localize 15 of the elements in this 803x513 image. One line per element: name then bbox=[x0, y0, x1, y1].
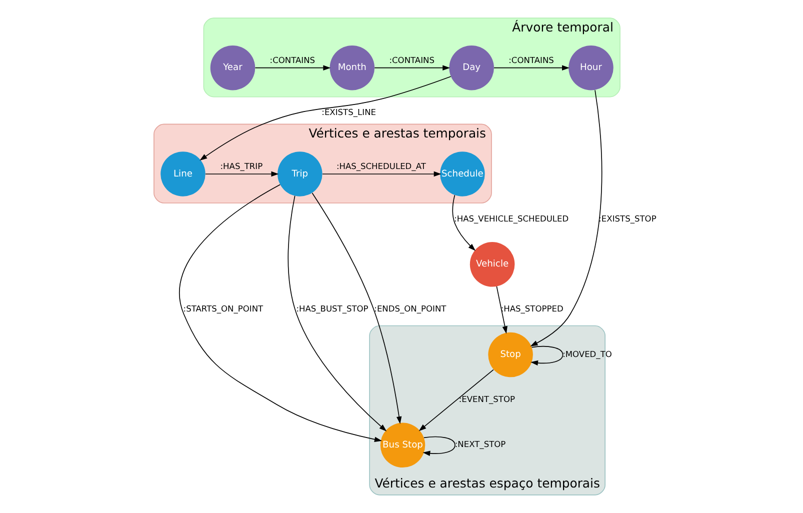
edge-label: :CONTAINS bbox=[508, 54, 554, 65]
edge-label: :CONTAINS bbox=[389, 54, 434, 65]
edge-label: :HAS_SCHEDULED_AT bbox=[336, 161, 426, 172]
edge-label: :HAS_STOPPED bbox=[500, 304, 564, 314]
edge-label: :MOVED_TO bbox=[562, 348, 612, 359]
edge-label: :CONTAINS bbox=[270, 54, 316, 65]
edge-label: :NEXT_STOP bbox=[454, 439, 506, 450]
edge-label: :EVENT_STOP bbox=[458, 394, 515, 404]
edge-label: :HAS_BUST_STOP bbox=[296, 304, 368, 314]
edge-label: :HAS_VEHICLE_SCHEDULED bbox=[454, 213, 569, 224]
edge-label: :HAS_TRIP bbox=[220, 161, 263, 172]
edge-label: :EXISTS_LINE bbox=[322, 107, 376, 118]
edge-label: :ENDS_ON_POINT bbox=[374, 304, 446, 314]
edge-label: :EXISTS_STOP bbox=[598, 213, 656, 224]
edge-label: :STARTS_ON_POINT bbox=[183, 304, 264, 314]
